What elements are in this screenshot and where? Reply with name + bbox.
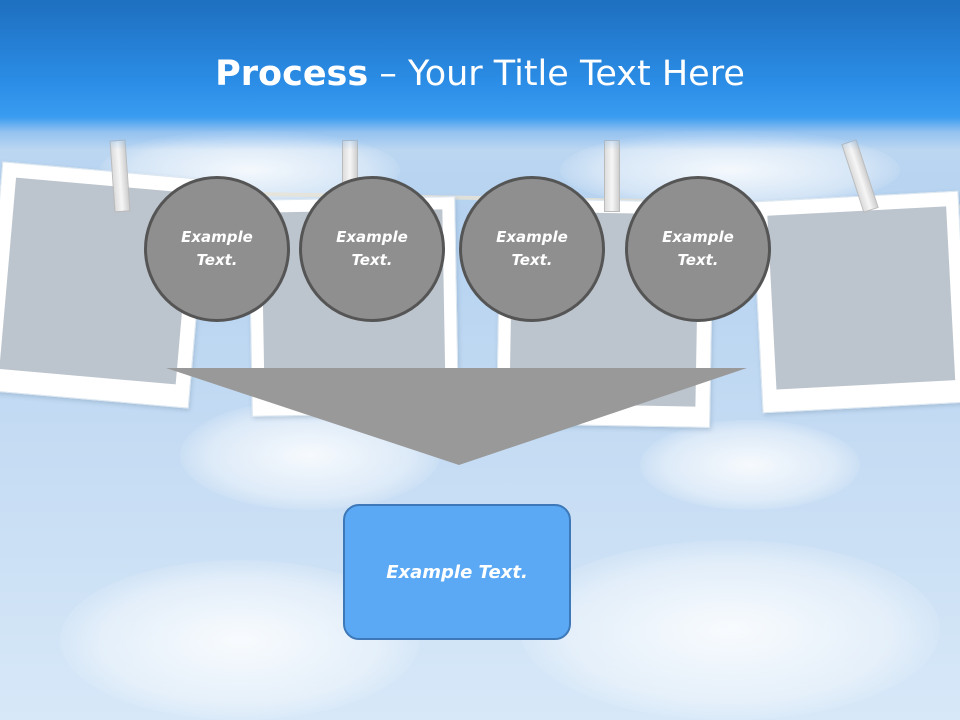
cloud [520,540,940,720]
page-title: Process – Your Title Text Here [0,52,960,96]
cloud [640,420,860,510]
step-circle-4: Example Text. [625,176,771,322]
title-bold: Process [215,54,369,94]
result-box: Example Text. [343,504,571,640]
step-circle-2: Example Text. [299,176,445,322]
title-rest: – Your Title Text Here [368,54,745,94]
result-label: Example Text. [386,561,528,583]
step-circle-1: Example Text. [144,176,290,322]
funnel-triangle [166,368,747,465]
step-circle-3: Example Text. [459,176,605,322]
step-label: Example Text. [181,228,253,269]
step-label: Example Text. [496,228,568,269]
title-bar [0,0,960,150]
step-label: Example Text. [662,228,734,269]
step-label: Example Text. [336,228,408,269]
